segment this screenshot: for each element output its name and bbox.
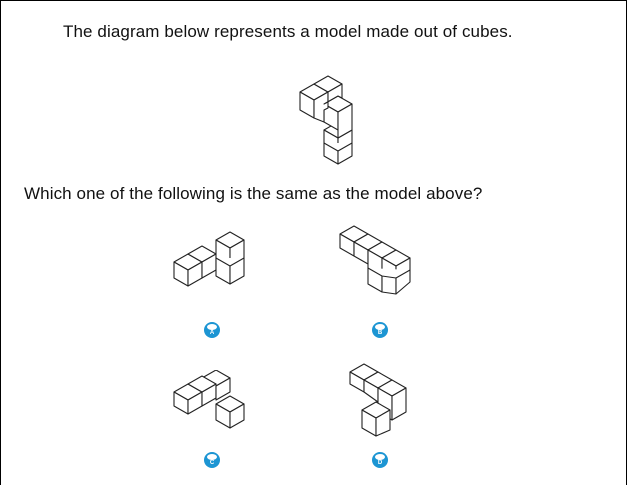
option-a-cubes-icon <box>173 231 245 287</box>
option-b-figure <box>334 220 424 298</box>
bubble-shine-icon <box>375 324 385 330</box>
bubble-shine-icon <box>375 454 385 460</box>
option-c-bubble[interactable]: C <box>204 452 220 468</box>
option-c-figure <box>168 370 258 432</box>
option-b-cubes-icon <box>339 225 411 295</box>
option-d-letter: D <box>377 460 383 466</box>
option-b-bubble[interactable]: B <box>372 322 388 338</box>
model-cubes-icon <box>299 75 353 165</box>
option-a-letter: A <box>209 330 215 336</box>
option-a-bubble[interactable]: A <box>204 322 220 338</box>
option-a-figure <box>168 228 258 290</box>
option-d-bubble[interactable]: D <box>372 452 388 468</box>
bubble-shine-icon <box>207 454 217 460</box>
option-c-cubes-icon <box>173 370 245 429</box>
option-c-letter: C <box>209 460 215 466</box>
question-stem: The diagram below represents a model mad… <box>63 22 513 41</box>
option-d-figure <box>340 360 420 442</box>
option-d-cubes-icon <box>349 363 407 437</box>
model-figure <box>294 72 358 166</box>
bubble-shine-icon <box>207 324 217 330</box>
question-prompt: Which one of the following is the same a… <box>24 184 483 203</box>
option-b-letter: B <box>377 330 383 336</box>
